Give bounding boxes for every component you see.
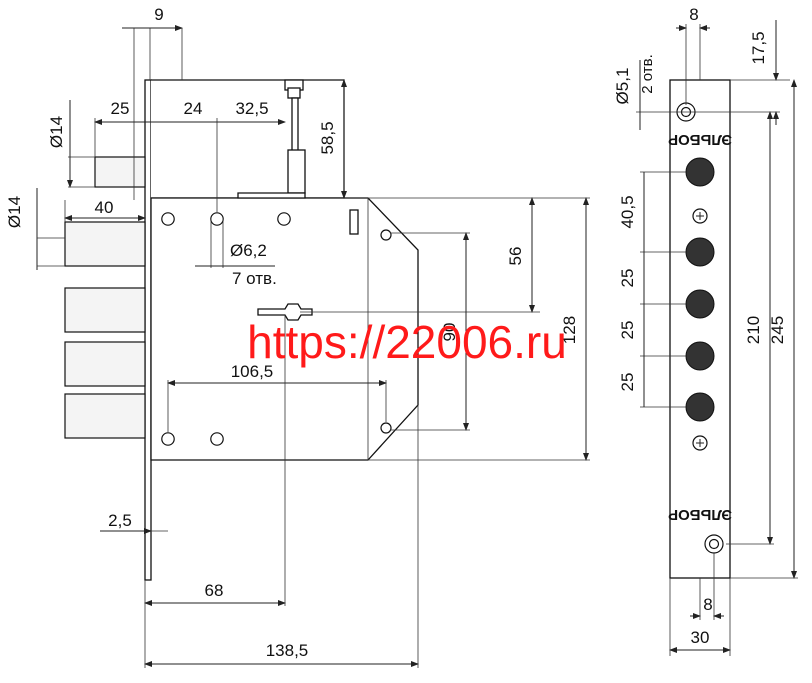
dim-d14-lower: Ø14 <box>5 196 24 228</box>
dim-hole-d: Ø6,2 <box>230 241 267 260</box>
lock-body <box>144 79 419 581</box>
dim-plate-25: 25 <box>618 269 637 288</box>
case-slot <box>349 209 359 235</box>
dim-25: 25 <box>111 99 130 118</box>
brand-top: ЭЛЬБОР <box>668 131 732 148</box>
mount-hole <box>277 212 291 226</box>
bolt-receiver <box>685 289 715 319</box>
bolt <box>64 221 146 267</box>
screw-icon <box>692 435 708 451</box>
dim-128: 128 <box>560 316 579 344</box>
lock-bolts <box>64 156 146 439</box>
rod-neck <box>287 87 301 99</box>
dim-2-5: 2,5 <box>108 511 132 530</box>
mount-hole <box>161 432 175 446</box>
screw-icon <box>692 208 708 224</box>
mount-hole <box>210 212 224 226</box>
mount-hole <box>161 212 175 226</box>
dim-plate-210: 210 <box>744 316 763 344</box>
mount-hole <box>210 432 224 446</box>
dim-9: 9 <box>154 5 163 24</box>
dim-plate-17-5: 17,5 <box>749 31 768 64</box>
dim-plate-25: 25 <box>618 373 637 392</box>
rod-guide <box>287 149 306 194</box>
bolt-receiver <box>685 157 715 187</box>
bolt-receiver <box>685 341 715 371</box>
faceplate-strip <box>144 79 152 581</box>
dim-d14-upper: Ø14 <box>47 116 66 148</box>
dim-32-5: 32,5 <box>235 99 268 118</box>
dim-40: 40 <box>95 198 114 217</box>
bolt <box>64 287 146 333</box>
brand-bottom: ЭЛЬБОР <box>668 506 732 523</box>
bolt-receiver <box>685 237 715 267</box>
dim-hole-count: 7 отв. <box>232 269 277 288</box>
pivot-hole-top <box>380 229 392 241</box>
bolt-receiver <box>685 392 715 422</box>
dim-plate-hole-d: Ø5,1 <box>613 68 632 105</box>
dim-58-5: 58,5 <box>318 121 337 154</box>
upper-case <box>151 79 345 199</box>
pivot-hole-bottom <box>380 422 392 434</box>
dim-plate-40-5: 40,5 <box>618 195 637 228</box>
bolt <box>64 393 146 439</box>
bolt <box>64 341 146 387</box>
dim-24: 24 <box>184 99 203 118</box>
lock-dimensions: 9 Ø14 25 24 32,5 58,5 Ø14 40 Ø6,2 7 отв. <box>5 5 590 668</box>
dim-106-5: 106,5 <box>231 362 274 381</box>
rod-base <box>237 192 306 199</box>
dim-plate-30: 30 <box>691 628 710 647</box>
watermark-url: https://22006.ru <box>247 316 567 368</box>
dim-plate-245: 245 <box>768 316 787 344</box>
dim-plate-8-top: 8 <box>689 5 698 24</box>
dim-plate-8-bottom: 8 <box>703 595 712 614</box>
dim-138-5: 138,5 <box>266 641 309 660</box>
dim-plate-hole-count: 2 отв. <box>639 54 656 94</box>
plate-dimensions: 8 Ø5,1 2 отв. 17,5 40,5 25 25 25 210 245 <box>613 5 798 656</box>
dim-68: 68 <box>205 581 224 600</box>
strike-plate: ЭЛЬБОР ЭЛЬБОР <box>668 79 732 579</box>
dim-90: 90 <box>440 323 459 342</box>
dim-plate-25: 25 <box>618 321 637 340</box>
plate-outline <box>669 79 731 579</box>
dim-56: 56 <box>506 247 525 266</box>
bolt-upper <box>94 156 146 188</box>
